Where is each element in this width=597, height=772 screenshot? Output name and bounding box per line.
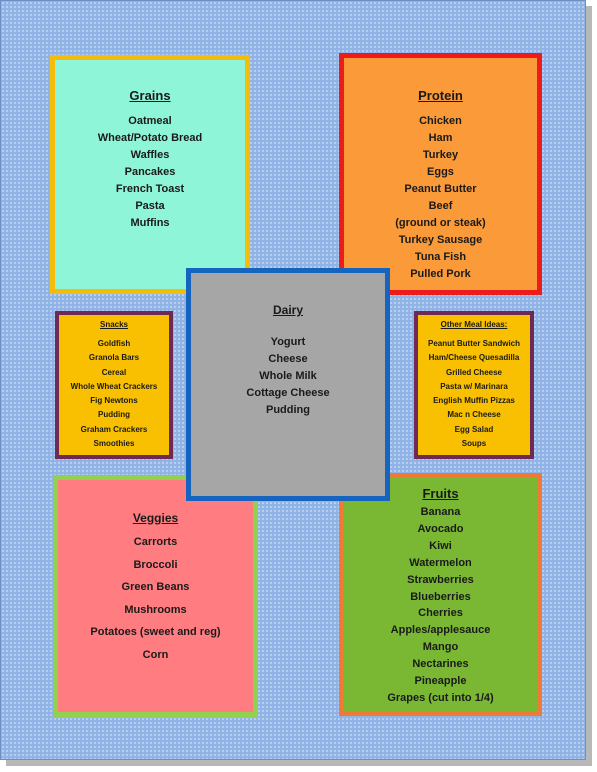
list-item: Kiwi — [429, 539, 452, 552]
list-item: Ham — [428, 132, 453, 144]
list-item: Waffles — [130, 149, 170, 161]
list-item: Granola Bars — [88, 353, 140, 363]
list-item: Grilled Cheese — [445, 367, 502, 377]
fruits-title: Fruits — [422, 486, 459, 501]
list-item: Pasta w/ Marinara — [440, 381, 508, 391]
list-item: Fig Newtons — [90, 396, 138, 406]
list-item: Turkey — [422, 149, 459, 161]
list-item: Mango — [422, 641, 459, 654]
list-item: Pineapple — [414, 675, 467, 688]
list-item: Green Beans — [121, 581, 190, 594]
list-item: (ground or steak) — [395, 217, 486, 229]
other-meal-ideas-title: Other Meal Ideas: — [440, 320, 508, 329]
list-item: Pulled Pork — [410, 268, 471, 280]
list-item: Ham/Cheese Quesadilla — [428, 353, 520, 363]
list-item: Whole Milk — [259, 370, 317, 382]
list-item: Strawberries — [407, 573, 474, 586]
list-item: Peanut Butter Sandwich — [427, 339, 520, 348]
list-item: Watermelon — [409, 556, 472, 569]
list-item: Cottage Cheese — [246, 387, 330, 399]
grains-title: Grains — [129, 88, 171, 103]
list-item: Egg Salad — [454, 424, 494, 434]
page-shadow-bottom — [6, 760, 592, 766]
list-item: Smoothies — [93, 439, 135, 449]
list-item: Soups — [461, 439, 487, 449]
list-item: Pancakes — [124, 166, 176, 178]
list-item: Broccoli — [133, 558, 178, 571]
veggies-title: Veggies — [132, 511, 179, 525]
list-item: Beef — [428, 200, 453, 212]
page-shadow-right — [586, 6, 592, 766]
list-item: Apples/applesauce — [390, 624, 491, 637]
list-item: Whole Wheat Crackers — [70, 381, 158, 391]
list-item: Potatoes (sweet and reg) — [90, 626, 221, 639]
list-item: Mushrooms — [124, 603, 187, 616]
list-item: Chicken — [419, 115, 462, 127]
list-item: English Muffin Pizzas — [433, 396, 515, 406]
list-item: Pasta — [135, 200, 165, 212]
list-item: Blueberries — [410, 590, 471, 603]
other-meal-ideas-box: Other Meal Ideas: Peanut Butter Sandwich… — [414, 311, 534, 459]
list-item: Grapes (cut into 1/4) — [387, 691, 494, 704]
list-item: Yogurt — [270, 336, 306, 348]
list-item: Corn — [142, 648, 169, 661]
list-item: Cherries — [418, 607, 463, 620]
list-item: Mac n Cheese — [447, 410, 501, 420]
list-item: Banana — [420, 506, 461, 518]
dairy-title: Dairy — [272, 303, 304, 317]
list-item: Wheat/Potato Bread — [97, 132, 203, 144]
list-item: Avocado — [417, 522, 464, 535]
list-item: Cheese — [268, 353, 308, 365]
list-item: Turkey Sausage — [398, 234, 483, 246]
list-item: French Toast — [115, 183, 185, 195]
list-item: Muffins — [130, 217, 170, 229]
list-item: Graham Crackers — [80, 424, 148, 434]
list-item: Nectarines — [412, 658, 469, 671]
list-item: Peanut Butter — [404, 183, 477, 195]
list-item: Tuna Fish — [414, 251, 467, 263]
list-item: Pudding — [97, 410, 130, 420]
snacks-title: Snacks — [99, 320, 129, 329]
list-item: Cereal — [101, 367, 127, 377]
protein-title: Protein — [418, 88, 463, 103]
list-item: Pudding — [265, 404, 310, 416]
list-item: Goldfish — [97, 339, 131, 348]
list-item: Carrorts — [133, 536, 178, 548]
list-item: Oatmeal — [128, 115, 172, 127]
list-item: Eggs — [427, 166, 454, 178]
